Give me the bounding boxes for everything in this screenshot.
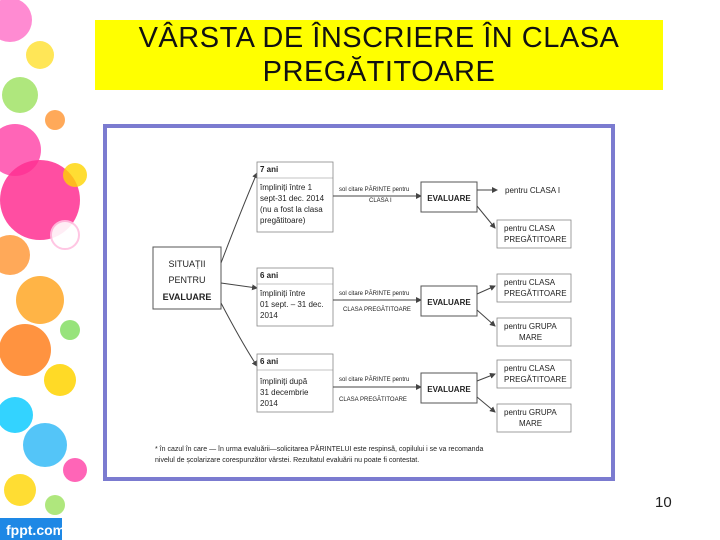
- row2-desc-2: 01 sept. – 31 dec.: [260, 300, 324, 309]
- page-number: 10: [655, 494, 672, 511]
- diagram-frame: SITUAȚII PENTRU EVALUARE 7 ani împliniți…: [103, 124, 615, 481]
- row2-request-1: sol citare PĂRINTE pentru: [339, 290, 409, 297]
- row3-evaluation: EVALUARE: [427, 385, 471, 394]
- row-2: 6 ani împliniți între 01 sept. – 31 dec.…: [256, 267, 572, 347]
- row3-desc-1: împliniți după: [259, 377, 308, 386]
- row1-outcome-2a: pentru CLASA: [504, 224, 556, 233]
- row2-desc-1: împliniți între: [259, 289, 306, 298]
- footnote-line-2: nivelul de școlarizare corespunzător vâr…: [155, 457, 419, 464]
- row1-request-1: sol citare PĂRINTE pentru: [339, 186, 409, 193]
- title-line-2: PREGĂTITOARE: [262, 56, 496, 88]
- row2-outcome-1a: pentru CLASA: [504, 278, 556, 287]
- connector-root-row2: [220, 282, 258, 291]
- row1-outcome-1: pentru CLASA I: [505, 186, 560, 195]
- row2-age: 6 ani: [260, 271, 278, 280]
- row1-request-2: CLASA I: [369, 198, 392, 204]
- row3-request-2: CLASA PREGĂTITOARE: [339, 396, 407, 403]
- row1-evaluation: EVALUARE: [427, 194, 471, 203]
- connector-root-row1: [220, 172, 258, 264]
- row3-outcome-2b: MARE: [519, 419, 542, 428]
- row2-desc-3: 2014: [260, 311, 278, 320]
- row3-age: 6 ani: [260, 357, 278, 366]
- root-line-3: EVALUARE: [163, 292, 212, 302]
- connector-root-row3: [220, 302, 258, 367]
- footnote-line-1: * în cazul în care — în urma evaluării—s…: [155, 444, 483, 453]
- brand-logo: fppt.com: [6, 522, 66, 538]
- slide-title: VÂRSTA DE ÎNSCRIERE ÎN CLASA PREGĂTITOAR…: [95, 20, 663, 90]
- row2-outcome-1b: PREGĂTITOARE: [504, 289, 567, 298]
- root-node: SITUAȚII PENTRU EVALUARE: [152, 246, 222, 310]
- row2-request-2: CLASA PREGĂTITOARE: [343, 306, 411, 313]
- title-line-1: VÂRSTA DE ÎNSCRIERE ÎN CLASA: [138, 22, 620, 54]
- row2-outcome-2a: pentru GRUPA: [504, 322, 557, 331]
- root-line-2: PENTRU: [168, 275, 205, 285]
- row1-desc-3: (nu a fost la clasa: [260, 205, 323, 214]
- row-1: 7 ani împliniți între 1 sept-31 dec. 201…: [256, 161, 572, 249]
- row1-desc-1: împliniți între 1: [259, 183, 313, 192]
- row2-outcome-2b: MARE: [519, 333, 542, 342]
- row3-request-1: sol citare PĂRINTE pentru: [339, 376, 409, 383]
- flow-diagram: SITUAȚII PENTRU EVALUARE 7 ani împliniți…: [152, 161, 572, 464]
- row2-evaluation: EVALUARE: [427, 298, 471, 307]
- row1-age: 7 ani: [260, 165, 278, 174]
- row3-outcome-1b: PREGĂTITOARE: [504, 375, 567, 384]
- row1-desc-4: pregătitoare): [260, 216, 306, 225]
- row3-outcome-1a: pentru CLASA: [504, 364, 556, 373]
- row-3: 6 ani împliniți după 31 decembrie 2014 s…: [256, 353, 572, 433]
- row3-desc-3: 2014: [260, 399, 278, 408]
- root-line-1: SITUAȚII: [168, 259, 205, 269]
- row3-desc-2: 31 decembrie: [260, 388, 309, 397]
- decorative-bubbles: [0, 0, 87, 540]
- row1-outcome-2b: PREGĂTITOARE: [504, 235, 567, 244]
- row3-outcome-2a: pentru GRUPA: [504, 408, 557, 417]
- row1-desc-2: sept-31 dec. 2014: [260, 194, 325, 203]
